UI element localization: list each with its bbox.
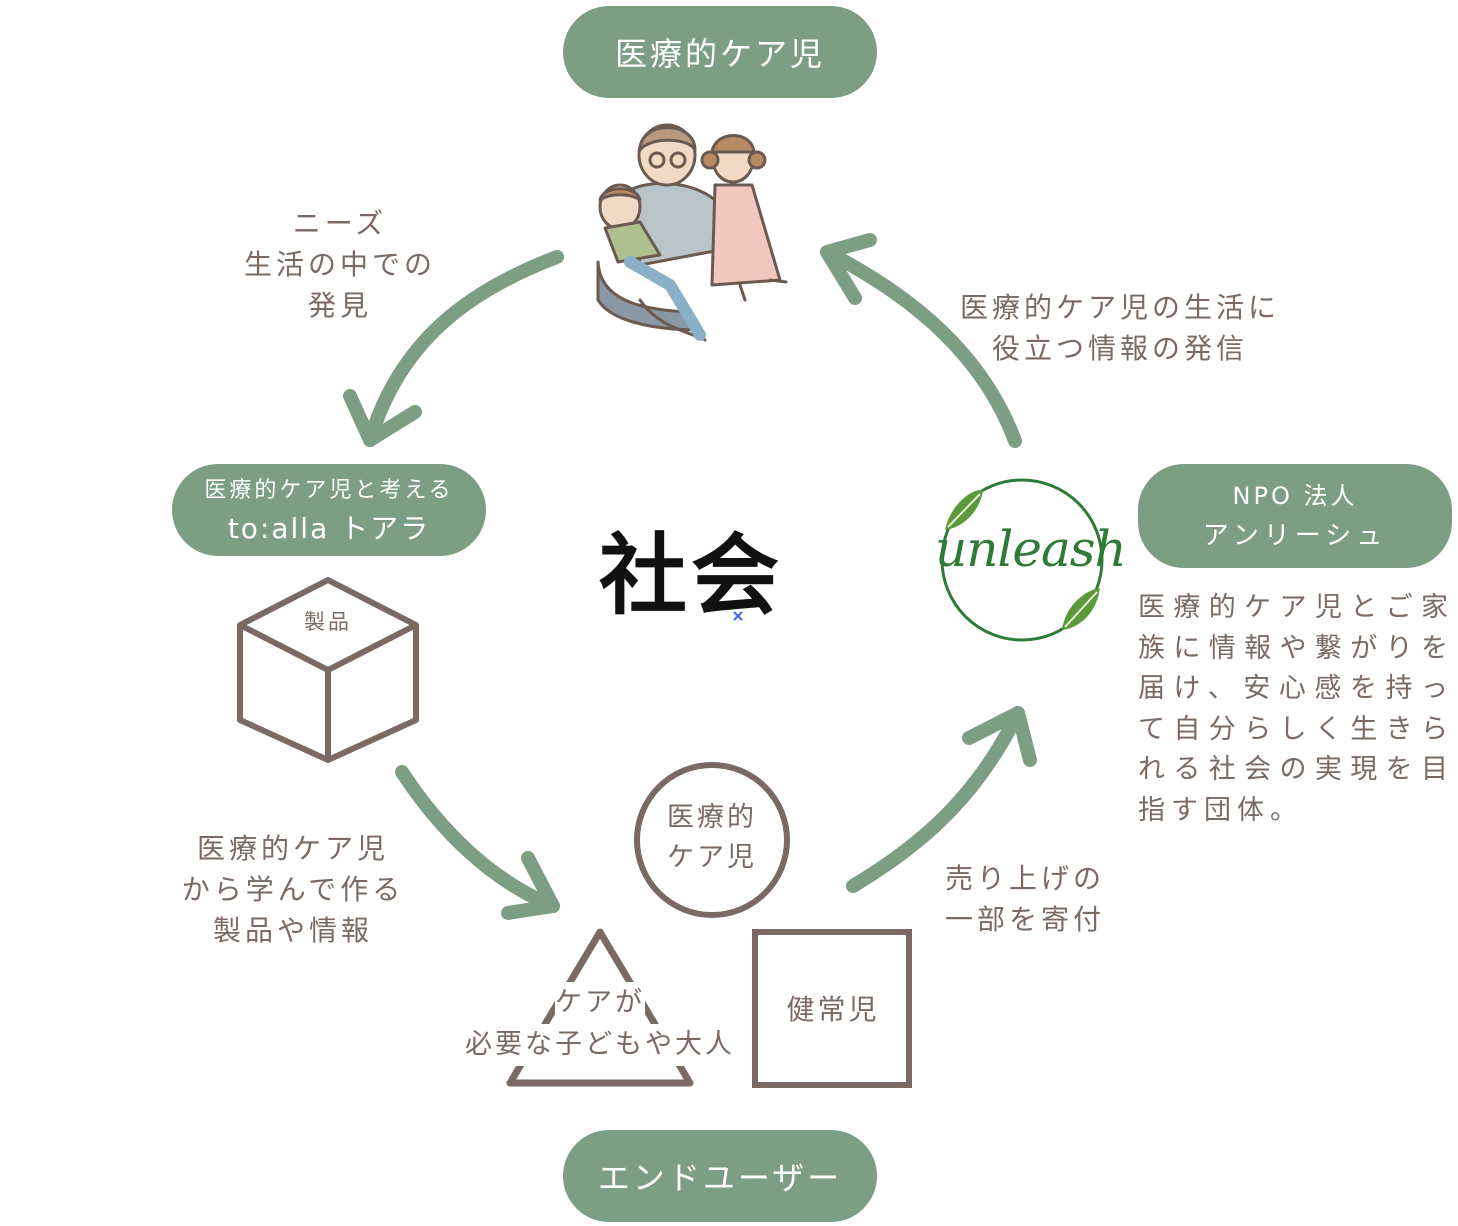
note-donation: 売り上げの 一部を寄付 bbox=[935, 858, 1115, 940]
arrowhead-left-to-bottom bbox=[501, 851, 560, 920]
triangle-label: ケアが 必要な子どもや大人 bbox=[450, 982, 750, 1066]
triangle-label-line: 必要な子どもや大人 bbox=[465, 1024, 735, 1066]
note-needs-line: 発見 bbox=[307, 289, 372, 322]
note-products-line: 医療的ケア児 bbox=[196, 832, 389, 865]
unleash-logo-text: unleash bbox=[935, 520, 1127, 578]
square-label: 健常児 bbox=[786, 993, 880, 1026]
left-org-line2: to:alla トアラ bbox=[227, 512, 431, 545]
arrow-bottom-to-right bbox=[846, 706, 1025, 893]
circle-icon bbox=[634, 762, 790, 918]
cycle-arrow-icon bbox=[343, 233, 1037, 920]
note-info: 医療的ケア児の生活に 役立つ情報の発信 bbox=[955, 287, 1285, 369]
arrow-top-to-left bbox=[363, 250, 564, 447]
right-org-line1: NPO 法人 bbox=[1232, 482, 1358, 510]
note-needs: ニーズ 生活の中での 発見 bbox=[230, 203, 450, 326]
square-icon bbox=[752, 929, 912, 1088]
cube-icon bbox=[237, 577, 419, 763]
note-needs-line: ニーズ bbox=[292, 207, 388, 240]
unleash-logo bbox=[940, 478, 1104, 642]
cube-label: 製品 bbox=[304, 610, 352, 634]
family-illustration bbox=[596, 123, 788, 342]
note-needs-line: 生活の中での bbox=[243, 248, 436, 281]
triangle-label-line: ケアが bbox=[555, 982, 645, 1024]
note-donation-line: 一部を寄付 bbox=[944, 903, 1105, 936]
note-products: 医療的ケア児 から学んで作る 製品や情報 bbox=[168, 828, 418, 951]
left-org-line1: 医療的ケア児と考える bbox=[204, 478, 454, 503]
arrowhead-top-to-left bbox=[343, 389, 422, 447]
center-title: 社会 bbox=[598, 524, 783, 627]
note-products-line: 製品や情報 bbox=[212, 914, 373, 947]
circle-label: 医療的 ケア児 bbox=[640, 798, 784, 878]
arrow-left-to-bottom bbox=[395, 765, 560, 913]
note-donation-line: 売り上げの bbox=[944, 862, 1105, 895]
npo-description: 医療的ケア児とご家族に情報や繋がりを届け、安心感を持って自分らしく生きられる社会… bbox=[1138, 592, 1454, 826]
top-label: 医療的ケア児 bbox=[614, 35, 825, 73]
left-org-pill: 医療的ケア児と考える to:alla トアラ bbox=[172, 464, 486, 556]
note-products-line: から学んで作る bbox=[181, 873, 405, 906]
right-org-line2: アンリーシュ bbox=[1202, 521, 1388, 551]
right-org-pill: NPO 法人 アンリーシュ bbox=[1138, 464, 1452, 568]
circle-label-line: 医療的 bbox=[667, 802, 757, 833]
bottom-pill: エンドユーザー bbox=[563, 1130, 877, 1222]
center-marker-icon bbox=[733, 611, 743, 621]
bottom-label: エンドユーザー bbox=[597, 1159, 843, 1197]
top-pill: 医療的ケア児 bbox=[563, 6, 877, 98]
circle-label-line: ケア児 bbox=[667, 842, 757, 873]
arrow-right-to-top bbox=[820, 245, 1022, 448]
note-info-line: 医療的ケア児の生活に bbox=[959, 291, 1280, 324]
arrowhead-bottom-to-right bbox=[962, 706, 1037, 767]
arrowhead-right-to-top bbox=[820, 233, 877, 305]
note-info-line: 役立つ情報の発信 bbox=[991, 332, 1248, 365]
